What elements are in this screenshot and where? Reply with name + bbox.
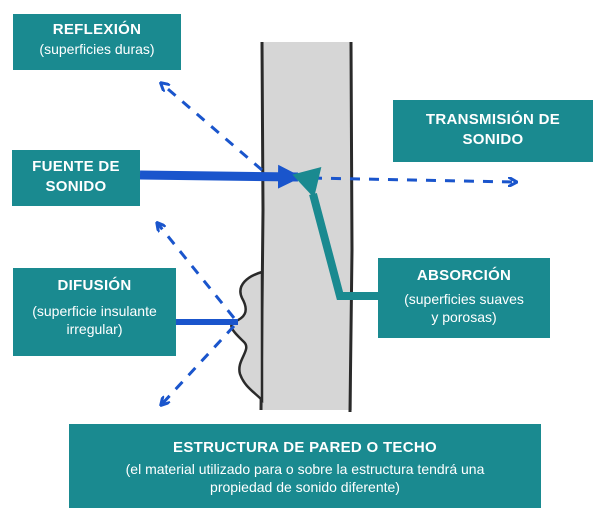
absorcion-sub2: y porosas) <box>431 309 497 325</box>
transmision-label: TRANSMISIÓN DE SONIDO <box>393 100 593 162</box>
estructura-title: ESTRUCTURA DE PARED O TECHO <box>173 439 437 456</box>
fuente-label: FUENTE DE SONIDO <box>12 150 140 206</box>
absorcion-sub1: (superficies suaves <box>404 291 524 307</box>
transmision-line2: SONIDO <box>462 131 524 148</box>
absorcion-title: ABSORCIÓN <box>416 267 512 284</box>
absorcion-label: ABSORCIÓN (superficies suaves y porosas) <box>378 258 550 338</box>
diffusion-arrow-up <box>158 224 236 319</box>
irregular-surface <box>230 270 264 404</box>
wall-right-edge <box>348 41 354 413</box>
wall-panel <box>262 42 352 410</box>
difusion-sub2: irregular) <box>66 321 123 337</box>
difusion-title: DIFUSIÓN <box>57 277 132 294</box>
fuente-line2: SONIDO <box>45 178 107 195</box>
reflexion-subtitle: (superficies duras) <box>39 41 155 57</box>
difusion-sub1: (superficie insulante <box>32 303 157 319</box>
fuente-line1: FUENTE DE <box>32 158 120 175</box>
absorption-arrow <box>292 166 378 300</box>
source-arrow <box>139 164 302 189</box>
estructura-sub2: propiedad de sonido diferente) <box>210 479 400 495</box>
reflexion-title: REFLEXIÓN <box>52 21 142 38</box>
reflection-arrow <box>162 84 263 172</box>
difusion-label: DIFUSIÓN (superficie insulante irregular… <box>13 268 176 356</box>
transmision-line1: TRANSMISIÓN DE <box>425 111 561 128</box>
transmission-arrow <box>311 176 515 182</box>
estructura-sub1: (el material utilizado para o sobre la e… <box>125 461 485 477</box>
estructura-label: ESTRUCTURA DE PARED O TECHO (el material… <box>69 424 541 508</box>
reflexion-label: REFLEXIÓN (superficies duras) <box>13 14 181 70</box>
